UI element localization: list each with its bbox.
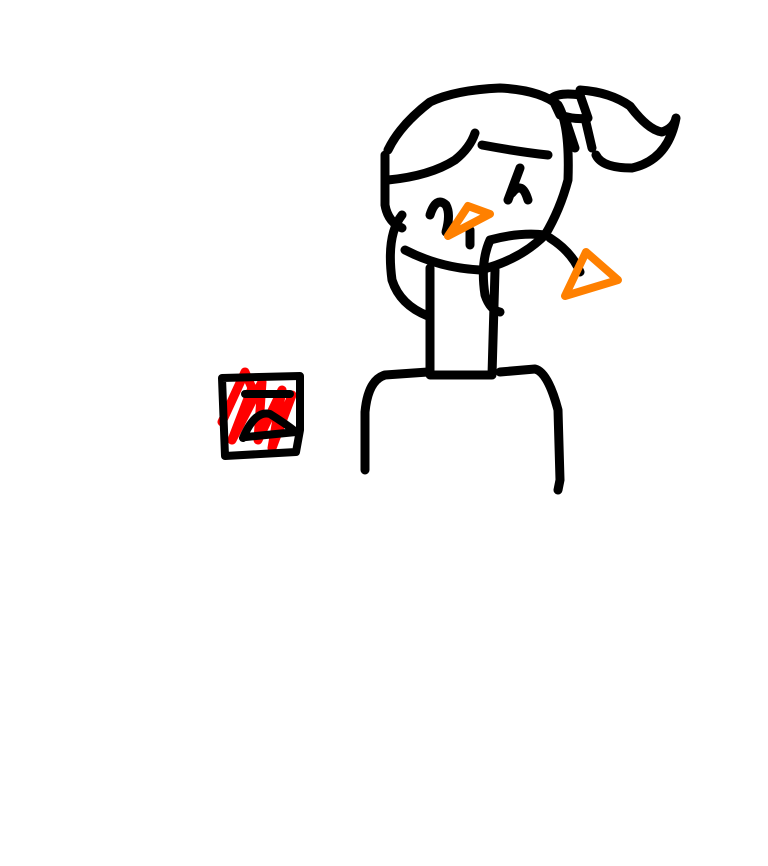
- box-outline: [218, 372, 304, 460]
- body-outline: [360, 364, 565, 495]
- left-hair-lock: [385, 210, 433, 321]
- face-outline: [400, 230, 550, 275]
- box-marks: [239, 390, 300, 442]
- red-box-icon: [217, 367, 304, 460]
- orange-triangle-icon: [444, 202, 622, 300]
- bangs: [383, 128, 553, 185]
- left-eye: [425, 197, 453, 237]
- neck: [425, 263, 500, 380]
- right-eye: [503, 163, 533, 205]
- ponytail: [575, 85, 681, 173]
- hair-tie: [547, 89, 597, 153]
